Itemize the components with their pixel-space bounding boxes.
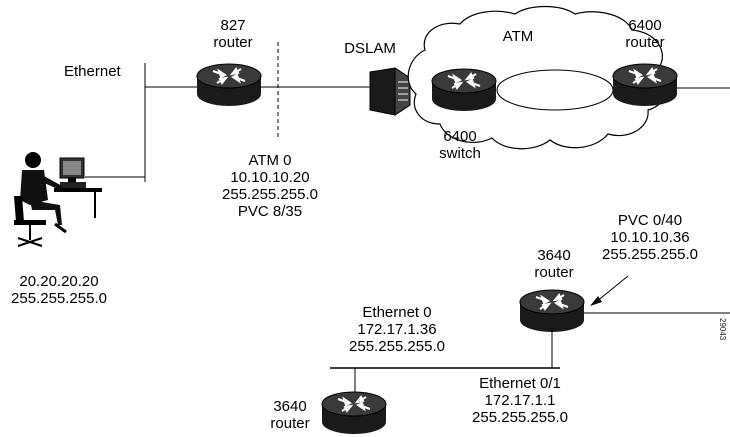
router-6400-type: router <box>625 34 665 51</box>
atm0-name: ATM 0 <box>248 152 292 169</box>
pc-address-label: 20.20.20.20 255.255.255.0 <box>4 273 114 307</box>
ethernet0-ip: 172.17.1.36 <box>357 321 437 338</box>
router-6400-label: 6400 router <box>615 17 675 51</box>
atm0-pvc: PVC 8/35 <box>237 203 303 220</box>
ethernet01-mask: 255.255.255.0 <box>472 409 568 426</box>
ethernet01-ip: 172.17.1.1 <box>484 392 556 409</box>
router-3640a-label: 3640 router <box>524 247 584 281</box>
router-6400-model: 6400 <box>628 17 662 34</box>
switch-6400-label: 6400 switch <box>430 128 490 162</box>
pvc-0-40-pointer <box>595 275 629 303</box>
pc-mask: 255.255.255.0 <box>11 290 107 307</box>
pvc-0-40-mask: 255.255.255.0 <box>602 246 698 263</box>
router-icon <box>612 63 678 107</box>
atm0-mask: 255.255.255.0 <box>222 186 318 203</box>
router-3640a-model: 3640 <box>537 247 571 264</box>
pvc-0-40-label: PVC 0/40 10.10.10.36 255.255.255.0 <box>595 212 705 263</box>
atm-cloud-label: ATM <box>502 28 534 45</box>
ethernet01-label: Ethernet 0/1 172.17.1.1 255.255.255.0 <box>460 375 580 426</box>
router-827-type: router <box>213 34 253 51</box>
atm0-interface-label: ATM 0 10.10.10.20 255.255.255.0 PVC 8/35 <box>215 152 325 220</box>
pvc-0-40-arrowhead <box>590 296 602 306</box>
pvc-0-40-name: PVC 0/40 <box>617 212 683 229</box>
router-827-label: 827 router <box>205 17 261 51</box>
router-icon <box>431 68 497 112</box>
pvc-0-40-ip: 10.10.10.36 <box>610 229 690 246</box>
ethernet-label: Ethernet <box>64 63 121 80</box>
atm-cloud-icon <box>407 5 670 150</box>
ethernet0-label: Ethernet 0 172.17.1.36 255.255.255.0 <box>337 304 457 355</box>
router-3640b-type: router <box>270 415 310 432</box>
pc-ip: 20.20.20.20 <box>19 273 99 290</box>
router-3640a-type: router <box>534 264 574 281</box>
router-icon <box>321 391 387 435</box>
figure-id-stamp: 29043 <box>718 318 727 341</box>
switch-6400-model: 6400 <box>443 128 477 145</box>
router-827-model: 827 <box>220 17 246 34</box>
atm0-ip: 10.10.10.20 <box>230 169 310 186</box>
dslam-icon <box>369 67 411 116</box>
router-icon <box>519 289 585 333</box>
switch-6400-type: switch <box>439 145 481 162</box>
router-3640b-model: 3640 <box>273 398 307 415</box>
ethernet0-name: Ethernet 0 <box>362 304 432 321</box>
ethernet0-mask: 255.255.255.0 <box>349 338 445 355</box>
user-workstation-icon <box>14 152 102 247</box>
router-3640b-label: 3640 router <box>262 398 318 432</box>
router-icon <box>196 63 262 107</box>
dslam-label: DSLAM <box>344 40 396 57</box>
ethernet01-name: Ethernet 0/1 <box>479 375 561 392</box>
